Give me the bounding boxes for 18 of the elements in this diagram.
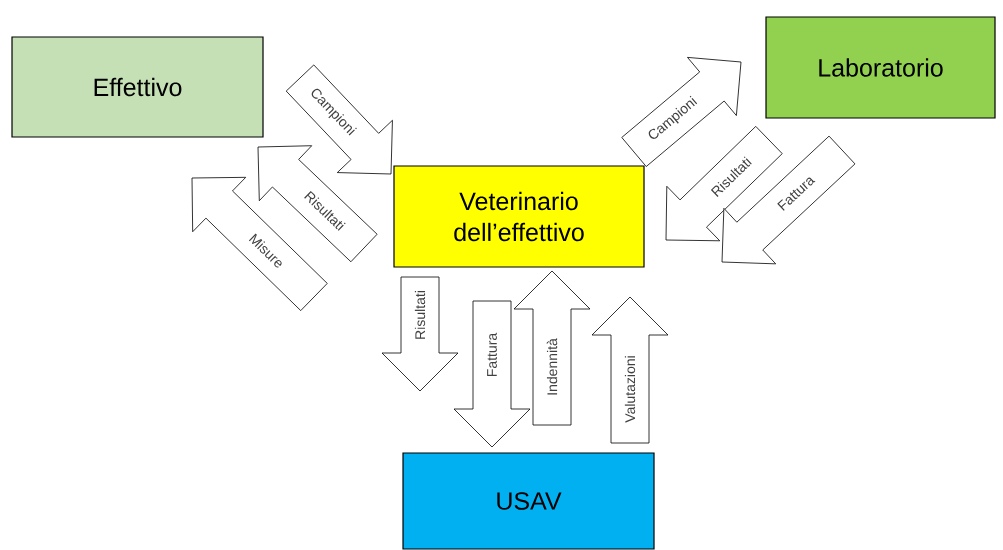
edge-label: Risultati	[414, 291, 426, 339]
block-arrow	[257, 145, 378, 263]
block-arrow	[381, 276, 459, 392]
edge-label: Fattura	[487, 332, 497, 377]
entity-box: USAV	[402, 452, 655, 550]
edge-label: Indennità	[546, 338, 558, 395]
block-arrow	[721, 135, 856, 265]
edge-label: Valutazioni	[624, 356, 636, 423]
block-arrow	[191, 176, 328, 311]
block-arrow	[453, 300, 531, 448]
entity-box: Laboratorio	[765, 16, 996, 119]
block-arrow	[513, 270, 591, 426]
block-arrow	[665, 125, 783, 242]
entity-box: Effettivo	[11, 36, 264, 138]
block-arrow	[621, 57, 742, 167]
block-arrow	[285, 64, 393, 175]
block-arrow	[591, 296, 669, 444]
entity-box: Veterinario dell’effettivo	[393, 165, 645, 268]
